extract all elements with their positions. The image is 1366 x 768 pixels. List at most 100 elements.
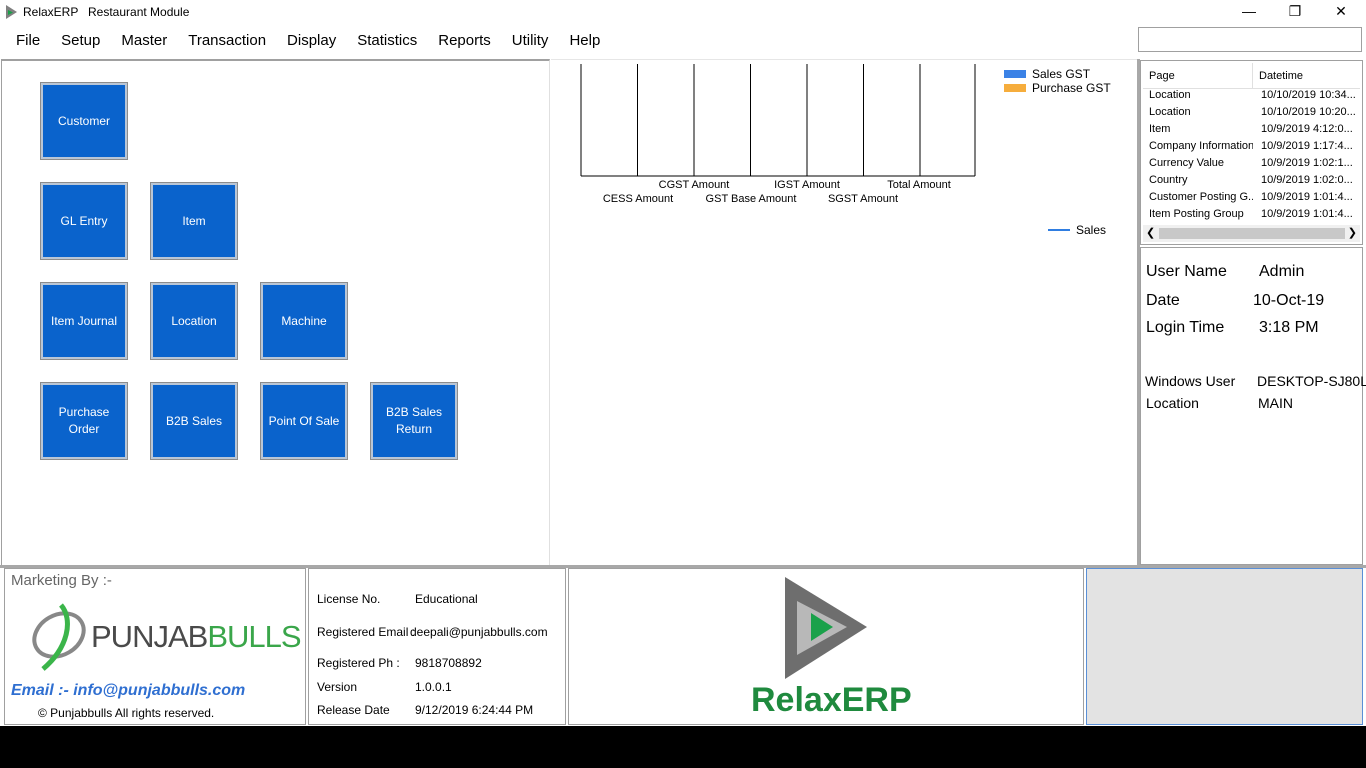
license-no-label: License No. [317,592,381,606]
x-label-gst-base: GST Base Amount [706,193,797,205]
windows-user-label: Windows User [1145,373,1236,389]
restore-button[interactable]: ❐ [1288,3,1302,19]
minimize-button[interactable]: — [1242,3,1256,19]
close-button[interactable]: ✕ [1335,3,1347,19]
version-value: 1.0.0.1 [415,680,452,694]
relaxerp-logo-text: RelaxERP [751,681,912,719]
x-label-igst: IGST Amount [774,179,840,191]
line-legend-sales: Sales [1048,223,1106,237]
punjabbulls-wordmark: PUNJABBULLS [91,619,302,655]
marketing-email[interactable]: Email :- info@punjabbulls.com [11,682,246,699]
scroll-left-icon[interactable]: ❮ [1146,227,1156,239]
scroll-right-icon[interactable]: ❯ [1347,227,1357,239]
menu-setup[interactable]: Setup [61,32,101,49]
menu-transaction[interactable]: Transaction [188,32,267,49]
recent-pages-list[interactable]: Page Datetime Location 10/10/2019 10:34..… [1140,60,1363,245]
datetime-cell: 10/10/2019 10:34... [1261,89,1356,101]
module-name: Restaurant Module [88,5,190,19]
chart-legend: Sales GST Purchase GST [1004,67,1111,95]
chart-panel [551,59,1137,565]
panel-divider[interactable] [1137,59,1140,565]
registered-phone-value: 9818708892 [415,656,482,670]
page-cell: Customer Posting G... [1149,191,1253,203]
brand-part-b: BULLS [207,619,301,654]
datetime-cell: 10/10/2019 10:20... [1261,106,1356,118]
menu-statistics[interactable]: Statistics [357,32,418,49]
relaxerp-logo-icon [785,577,867,679]
version-label: Version [317,680,358,694]
datetime-cell: 10/9/2019 1:01:4... [1261,208,1353,220]
menu-reports[interactable]: Reports [438,32,491,49]
machine-tile[interactable]: Machine [260,282,348,360]
search-input[interactable] [1138,27,1362,52]
punjabbulls-logo-icon [32,603,86,671]
customer-tile[interactable]: Customer [40,82,128,160]
gl-entry-tile[interactable]: GL Entry [40,182,128,260]
chart-gridlines [580,64,976,177]
menu-file[interactable]: File [16,32,41,49]
date-label: Date [1146,292,1180,309]
horizontal-scrollbar[interactable]: ❮ ❯ [1143,225,1360,242]
scrollbar-thumb[interactable] [1159,228,1345,239]
list-item[interactable]: Currency Value 10/9/2019 1:02:1... [1143,157,1360,174]
location-tile[interactable]: Location [150,282,238,360]
datetime-cell: 10/9/2019 4:12:0... [1261,123,1353,135]
menu-display[interactable]: Display [287,32,337,49]
b2b-sales-tile[interactable]: B2B Sales [150,382,238,460]
column-header-datetime[interactable]: Datetime [1259,70,1304,82]
legend-swatch-purchase-gst [1004,84,1026,92]
purchase-order-tile[interactable]: Purchase Order [40,382,128,460]
point-of-sale-tile[interactable]: Point Of Sale [260,382,348,460]
datetime-cell: 10/9/2019 1:02:0... [1261,174,1353,186]
datetime-cell: 10/9/2019 1:01:4... [1261,191,1353,203]
legend-swatch-sales-gst [1004,70,1026,78]
list-item[interactable]: Location 10/10/2019 10:34... [1143,89,1360,106]
bottom-strip [0,726,1366,768]
menu-utility[interactable]: Utility [511,32,549,49]
registered-phone-label: Registered Ph : [317,656,400,670]
menu-help[interactable]: Help [569,32,601,49]
b2b-sales-return-tile[interactable]: B2B Sales Return [370,382,458,460]
app-name: RelaxERP [23,5,79,19]
notes-textbox[interactable] [1086,568,1363,725]
page-cell: Currency Value [1149,157,1224,169]
page-cell: Item Posting Group [1149,208,1244,220]
menu-bar: File Setup Master Transaction Display St… [0,28,610,54]
item-tile[interactable]: Item [150,182,238,260]
datetime-cell: 10/9/2019 1:02:1... [1261,157,1353,169]
column-header-page[interactable]: Page [1143,63,1253,88]
menu-master[interactable]: Master [121,32,168,49]
list-item[interactable]: Item Posting Group 10/9/2019 1:01:4... [1143,208,1360,225]
marketing-panel: Marketing By :- PUNJABBULLS Email :- inf… [4,568,306,725]
page-cell: Item [1149,123,1171,135]
x-label-cgst: CGST Amount [659,179,730,191]
shortcut-panel: Customer GL Entry Item Item Journal Loca… [1,59,550,565]
copyright-text: © Punjabbulls All rights reserved. [38,706,215,720]
brand-part-a: PUNJAB [91,619,208,654]
legend-item-sales-gst: Sales GST [1004,67,1111,81]
registered-email-value: deepali@punjabbulls.com [410,625,548,639]
page-cell: Location [1149,89,1191,101]
legend-label-sales: Sales [1076,223,1107,237]
legend-item-purchase-gst: Purchase GST [1004,81,1111,95]
x-label-cess: CESS Amount [603,193,673,205]
user-name-label: User Name [1146,263,1227,280]
registered-email-label: Registered Email : [317,625,416,639]
footer-splitter[interactable] [0,565,1366,568]
datetime-cell: 10/9/2019 1:17:4... [1261,140,1353,152]
release-date-value: 9/12/2019 6:24:44 PM [415,703,534,717]
list-item[interactable]: Customer Posting G... 10/9/2019 1:01:4... [1143,191,1360,208]
title-bar: RelaxERP Restaurant Module — ❐ ✕ [0,0,1366,24]
x-label-total: Total Amount [887,179,951,191]
license-no-value: Educational [415,592,478,606]
login-time-value: 3:18 PM [1259,319,1319,336]
gst-chart: CGST Amount IGST Amount Total Amount CES… [580,64,976,205]
legend-label-sales-gst: Sales GST [1032,67,1091,81]
x-label-sgst: SGST Amount [828,193,898,205]
list-item[interactable]: Item 10/9/2019 4:12:0... [1143,123,1360,140]
date-value: 10-Oct-19 [1253,292,1325,309]
item-journal-tile[interactable]: Item Journal [40,282,128,360]
